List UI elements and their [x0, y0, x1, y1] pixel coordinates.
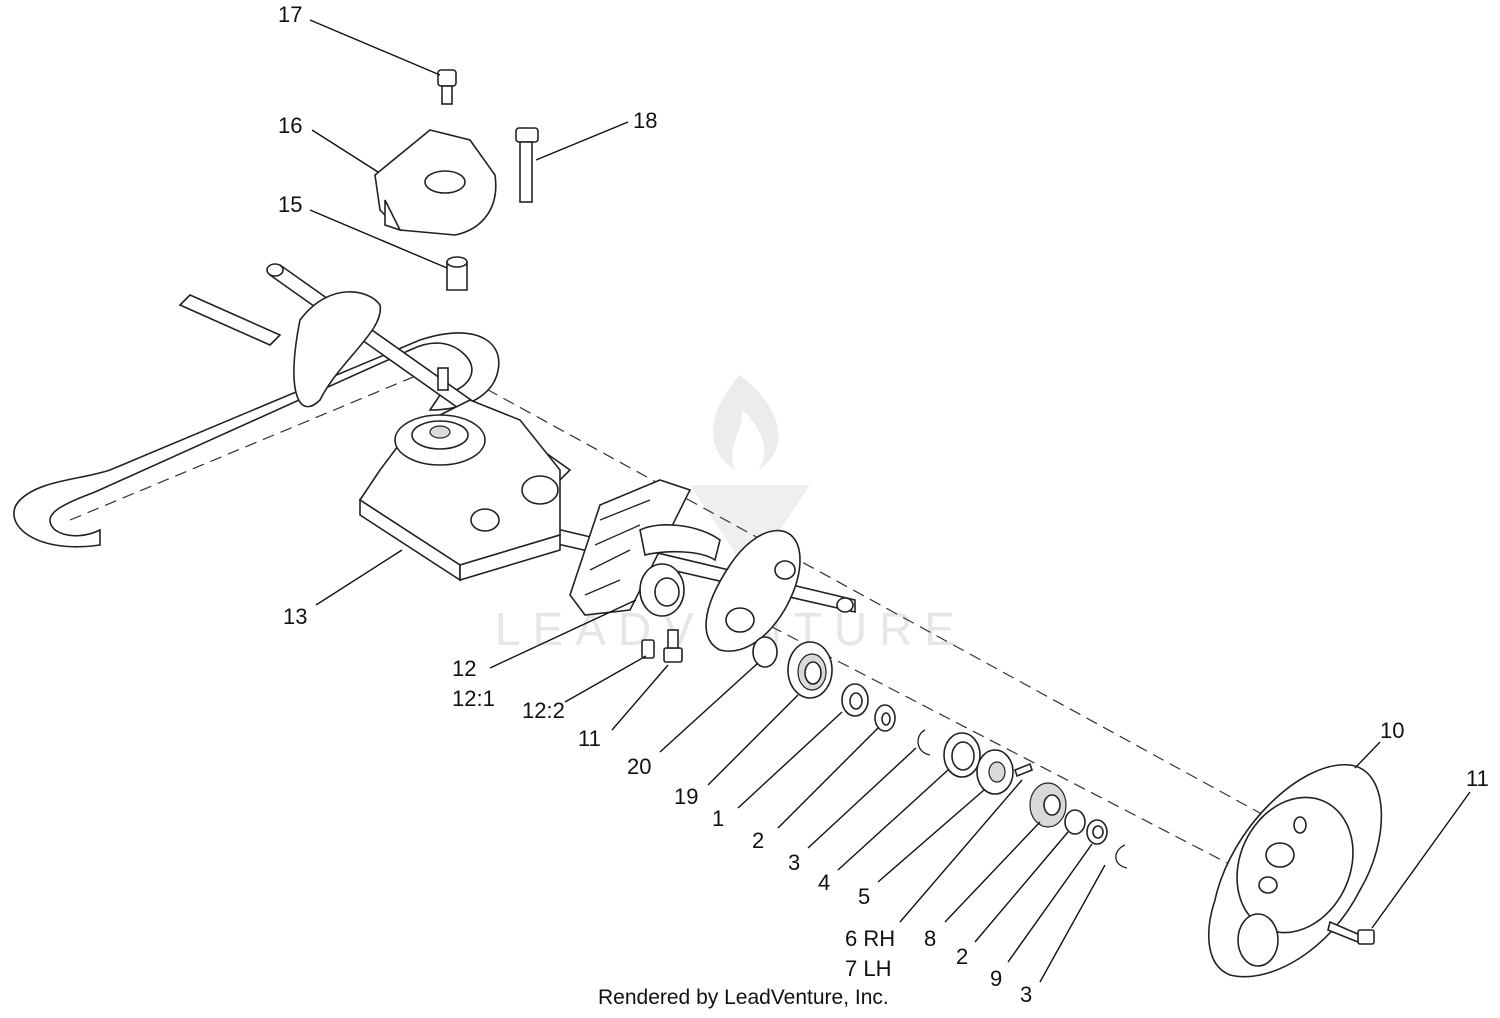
callout-12: 12: [452, 656, 476, 681]
callout-1: 1: [712, 806, 724, 831]
callout-3-right: 3: [1020, 982, 1032, 1007]
callout-2-right: 2: [956, 944, 968, 969]
bolt-11-right: [1327, 920, 1375, 945]
render-credit: Rendered by LeadVenture, Inc.: [598, 986, 889, 1009]
washer-1: [841, 683, 869, 717]
callout-8: 8: [924, 926, 936, 951]
leader-lines: [309, 19, 1471, 983]
callout-7-lh: 7 LH: [845, 956, 891, 981]
height-adjust-bracket: [569, 479, 721, 617]
callout-13: 13: [283, 604, 307, 629]
key-6-7: [1014, 762, 1033, 778]
callout-17: 17: [278, 2, 302, 27]
ratchet-5: [976, 749, 1014, 795]
seal-4: [943, 732, 981, 778]
callout-15: 15: [278, 192, 302, 217]
axle-side-plate: [705, 529, 801, 652]
callout-6-rh: 6 RH: [845, 926, 895, 951]
callout-9: 9: [990, 966, 1002, 991]
spacer-15: [446, 256, 468, 291]
spring-9: [1086, 819, 1108, 845]
callout-labels: 17 16 18 15 13 12 12:1 12:2 11 20 19 1 2…: [278, 2, 1489, 1007]
bracket-16: [374, 129, 497, 236]
callout-3-left: 3: [788, 850, 800, 875]
callout-10: 10: [1380, 718, 1404, 743]
callout-19: 19: [674, 784, 698, 809]
bolt-11-left: [663, 629, 683, 663]
clip-3-right: [1115, 844, 1128, 869]
callout-18: 18: [633, 108, 657, 133]
callout-2-left: 2: [752, 828, 764, 853]
callout-4: 4: [818, 870, 830, 895]
callout-16: 16: [278, 113, 302, 138]
washer-20: [752, 636, 778, 668]
wheel-cover-10: [1207, 764, 1383, 978]
gear-8: [1029, 782, 1067, 828]
washer-2-right: [1064, 809, 1086, 835]
callout-11-right: 11: [1466, 766, 1489, 791]
fitting-12-2: [641, 639, 655, 659]
bolt-18: [515, 127, 539, 203]
transmission-housing: [358, 367, 561, 582]
callout-11-left: 11: [578, 726, 601, 751]
callout-20: 20: [627, 754, 651, 779]
bearing-19: [787, 641, 833, 699]
callout-12-1: 12:1: [452, 686, 495, 711]
callout-12-2: 12:2: [522, 698, 565, 723]
callout-5: 5: [858, 884, 870, 909]
ring-2-left: [874, 704, 896, 732]
bolt-17: [437, 69, 457, 105]
clip-3-left: [917, 729, 931, 756]
